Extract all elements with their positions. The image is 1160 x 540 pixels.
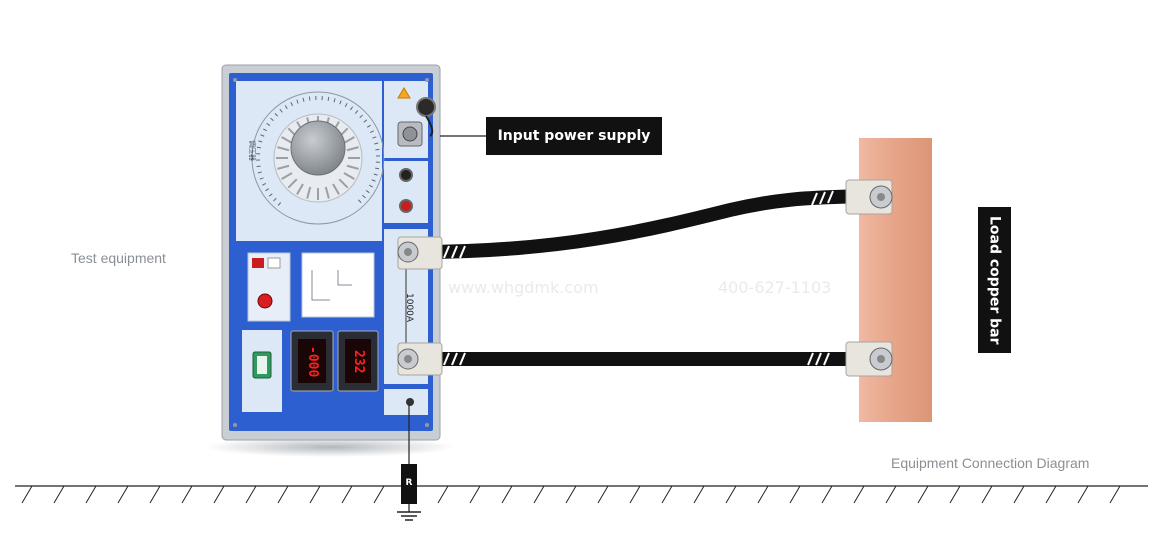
red-terminal[interactable]	[399, 199, 413, 213]
black-terminal[interactable]	[399, 168, 413, 182]
copper-bar-lugs	[845, 179, 893, 377]
ground-terminal[interactable]	[406, 398, 414, 406]
load-copper-bar-text: Load copper bar	[986, 215, 1003, 345]
test-device: 调压器	[221, 64, 441, 441]
current-rating-label: 1000A	[404, 293, 414, 323]
stop-button[interactable]	[257, 293, 273, 309]
input-power-supply-label: Input power supply	[486, 117, 662, 155]
connection-diagram-caption: Equipment Connection Diagram	[891, 455, 1090, 471]
device-shadow	[205, 437, 455, 457]
ground-line	[15, 485, 1148, 504]
output-cables	[411, 189, 867, 366]
test-equipment-label: Test equipment	[71, 250, 166, 266]
right-readout: 232	[351, 350, 366, 374]
left-readout: -000	[305, 346, 320, 378]
voltage-dial[interactable]	[251, 91, 385, 225]
resistor-label: R	[405, 478, 413, 488]
power-socket[interactable]	[416, 97, 436, 117]
device-output-lugs	[397, 236, 443, 376]
svg-text:调压器: 调压器	[248, 140, 257, 161]
ground-resistor	[397, 405, 421, 521]
load-copper-bar-label: Load copper bar	[978, 207, 1011, 353]
